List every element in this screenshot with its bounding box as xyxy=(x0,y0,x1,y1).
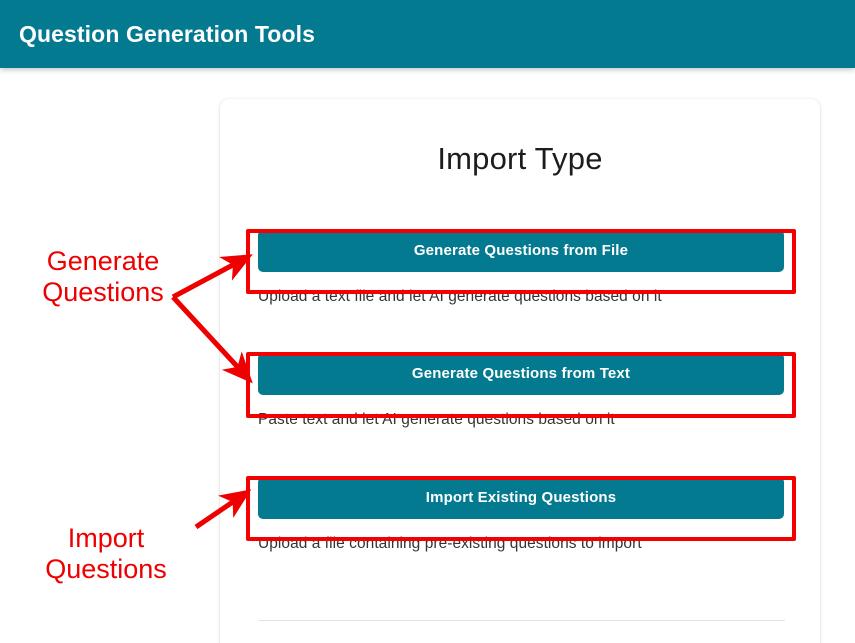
import-existing-questions-description: Upload a file containing pre-existing qu… xyxy=(258,535,642,552)
section-divider xyxy=(258,620,785,621)
app-header-bar: Question Generation Tools xyxy=(0,0,855,68)
generate-questions-from-file-button[interactable]: Generate Questions from File xyxy=(258,230,784,272)
app-title: Question Generation Tools xyxy=(19,20,315,47)
generate-questions-from-file-description: Upload a text file and let AI generate q… xyxy=(258,288,662,305)
annotation-label-import-questions: Import Questions xyxy=(45,523,167,585)
generate-questions-from-text-button[interactable]: Generate Questions from Text xyxy=(258,353,784,395)
annotation-label-generate-questions: Generate Questions xyxy=(42,246,164,308)
import-option-import-existing: Import Existing Questions Upload a file … xyxy=(258,477,784,553)
import-existing-questions-button[interactable]: Import Existing Questions xyxy=(258,477,784,519)
page-title: Import Type xyxy=(437,141,603,176)
generate-questions-from-text-description: Paste text and let AI generate questions… xyxy=(258,411,615,428)
import-option-generate-from-file: Generate Questions from File Upload a te… xyxy=(258,230,784,306)
import-option-generate-from-text: Generate Questions from Text Paste text … xyxy=(258,353,784,429)
import-type-card: Import Type Generate Questions from File… xyxy=(220,99,820,643)
